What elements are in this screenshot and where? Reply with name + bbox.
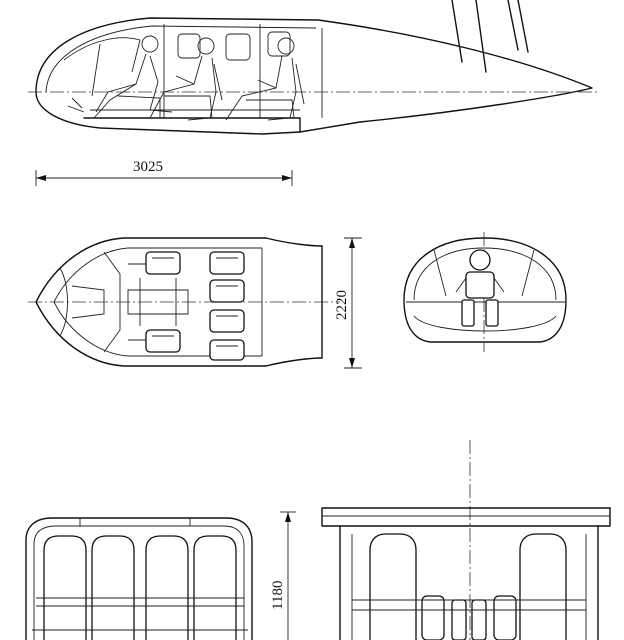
seat <box>210 280 244 302</box>
seat <box>146 252 180 274</box>
seat <box>210 252 244 274</box>
plan-view <box>28 238 340 366</box>
dimension-height: 1180 <box>270 512 296 640</box>
dimension-label-height: 1180 <box>270 581 286 610</box>
seat <box>370 534 416 640</box>
dimension-label-width: 2220 <box>334 290 350 320</box>
seat <box>210 310 244 332</box>
dimension-label-length: 3025 <box>133 159 163 175</box>
section-outline <box>26 518 252 640</box>
passenger-figure <box>150 38 216 120</box>
seat <box>146 330 180 352</box>
seat <box>44 536 86 640</box>
section-roof-panel <box>322 508 610 526</box>
side-fuselage-outline <box>36 18 592 134</box>
dimension-length: 3025 <box>36 159 292 186</box>
cross-section-right <box>322 508 610 640</box>
seat <box>194 536 236 640</box>
side-window <box>226 34 250 60</box>
front-view <box>404 232 566 352</box>
front-pilot-figure <box>456 250 504 326</box>
passenger-figure <box>226 38 296 120</box>
dimension-width: 2220 <box>334 238 362 368</box>
seat <box>210 340 244 360</box>
seat <box>520 534 566 640</box>
front-cabin-outline <box>404 238 566 342</box>
seat <box>146 536 188 640</box>
side-view <box>28 0 600 134</box>
side-window <box>268 32 290 56</box>
side-window <box>178 34 200 58</box>
seat <box>92 536 134 640</box>
cross-section-left <box>26 518 252 640</box>
pilot-figure <box>68 36 172 118</box>
